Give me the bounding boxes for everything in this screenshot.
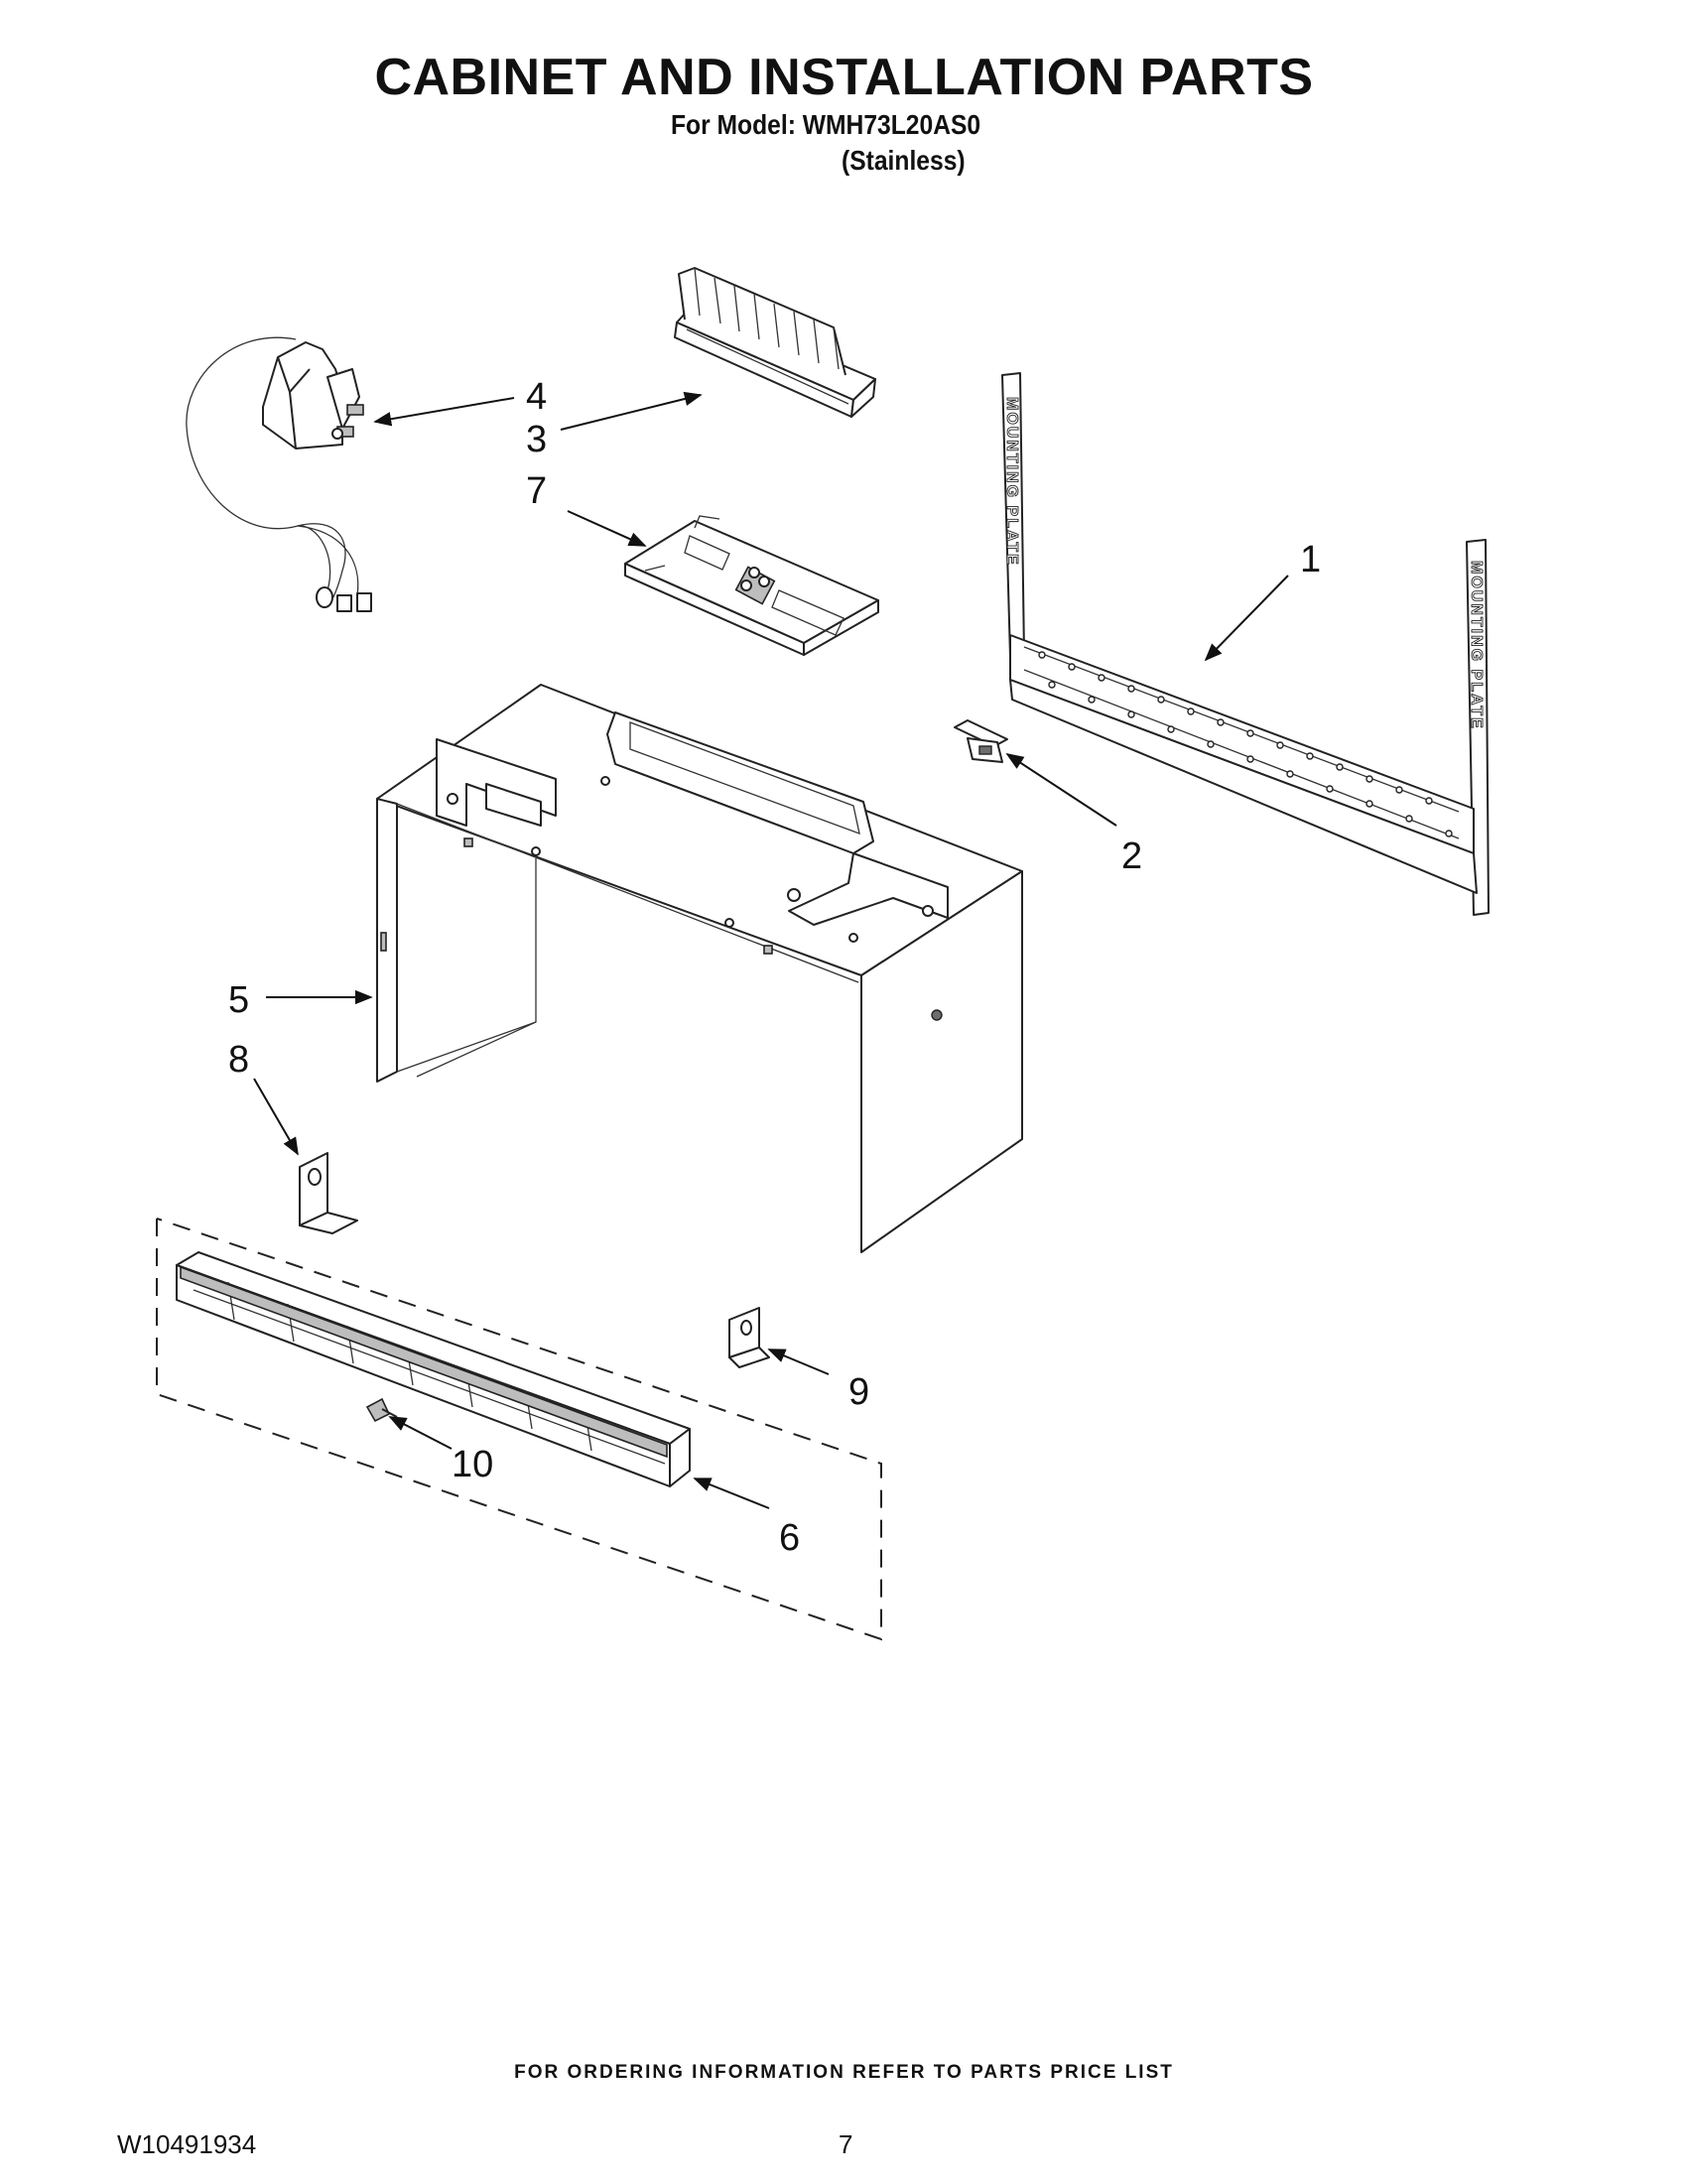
arrow-8 <box>253 1078 299 1156</box>
arrow-9 <box>767 1349 830 1375</box>
callout-3: 3 <box>526 419 547 460</box>
arrow-4 <box>373 397 515 427</box>
callout-10: 10 <box>452 1444 493 1485</box>
arrow-3 <box>560 391 703 431</box>
arrow-6 <box>693 1477 770 1509</box>
small-bracket-part <box>954 719 1008 763</box>
screw-10-part <box>365 1397 398 1423</box>
callout-4: 4 <box>526 376 547 418</box>
callout-9: 9 <box>848 1371 869 1413</box>
power-cord-part <box>186 336 372 612</box>
mounting-plate-holes <box>1038 651 1453 837</box>
mounting-plate-label-left: MOUNTING PLATE <box>1003 397 1020 567</box>
leader-arrows <box>253 391 1289 1509</box>
callout-5: 5 <box>228 979 249 1021</box>
cabinet-wrapper-part <box>376 684 1023 1253</box>
mounting-plate-label-right: MOUNTING PLATE <box>1468 561 1485 730</box>
bracket-9-part <box>728 1307 770 1368</box>
page-title: CABINET AND INSTALLATION PARTS <box>374 49 1314 106</box>
control-plate-part <box>624 515 879 656</box>
ordering-information-note: FOR ORDERING INFORMATION REFER TO PARTS … <box>514 2062 1174 2083</box>
callout-1: 1 <box>1300 539 1321 580</box>
callout-2: 2 <box>1121 835 1142 877</box>
arrow-7 <box>567 510 647 547</box>
mounting-plate-part: MOUNTING PLATE MOUNTING PLATE <box>1001 372 1490 916</box>
arrow-2 <box>1005 753 1117 827</box>
arrow-10 <box>388 1416 453 1450</box>
front-vent-grille-part <box>176 1251 691 1487</box>
bracket-8-part <box>299 1152 358 1234</box>
vent-assembly-dashed-box <box>156 1218 882 1641</box>
document-number: W10491934 <box>117 2129 257 2159</box>
callout-6: 6 <box>779 1517 800 1559</box>
top-vent-grill-part <box>674 267 876 418</box>
arrow-1 <box>1204 575 1289 662</box>
model-variant: (Stainless) <box>842 145 966 176</box>
callout-7: 7 <box>526 470 547 512</box>
model-number: For Model: WMH73L20AS0 <box>671 109 981 140</box>
callout-8: 8 <box>228 1039 249 1081</box>
page-number: 7 <box>839 2129 853 2159</box>
